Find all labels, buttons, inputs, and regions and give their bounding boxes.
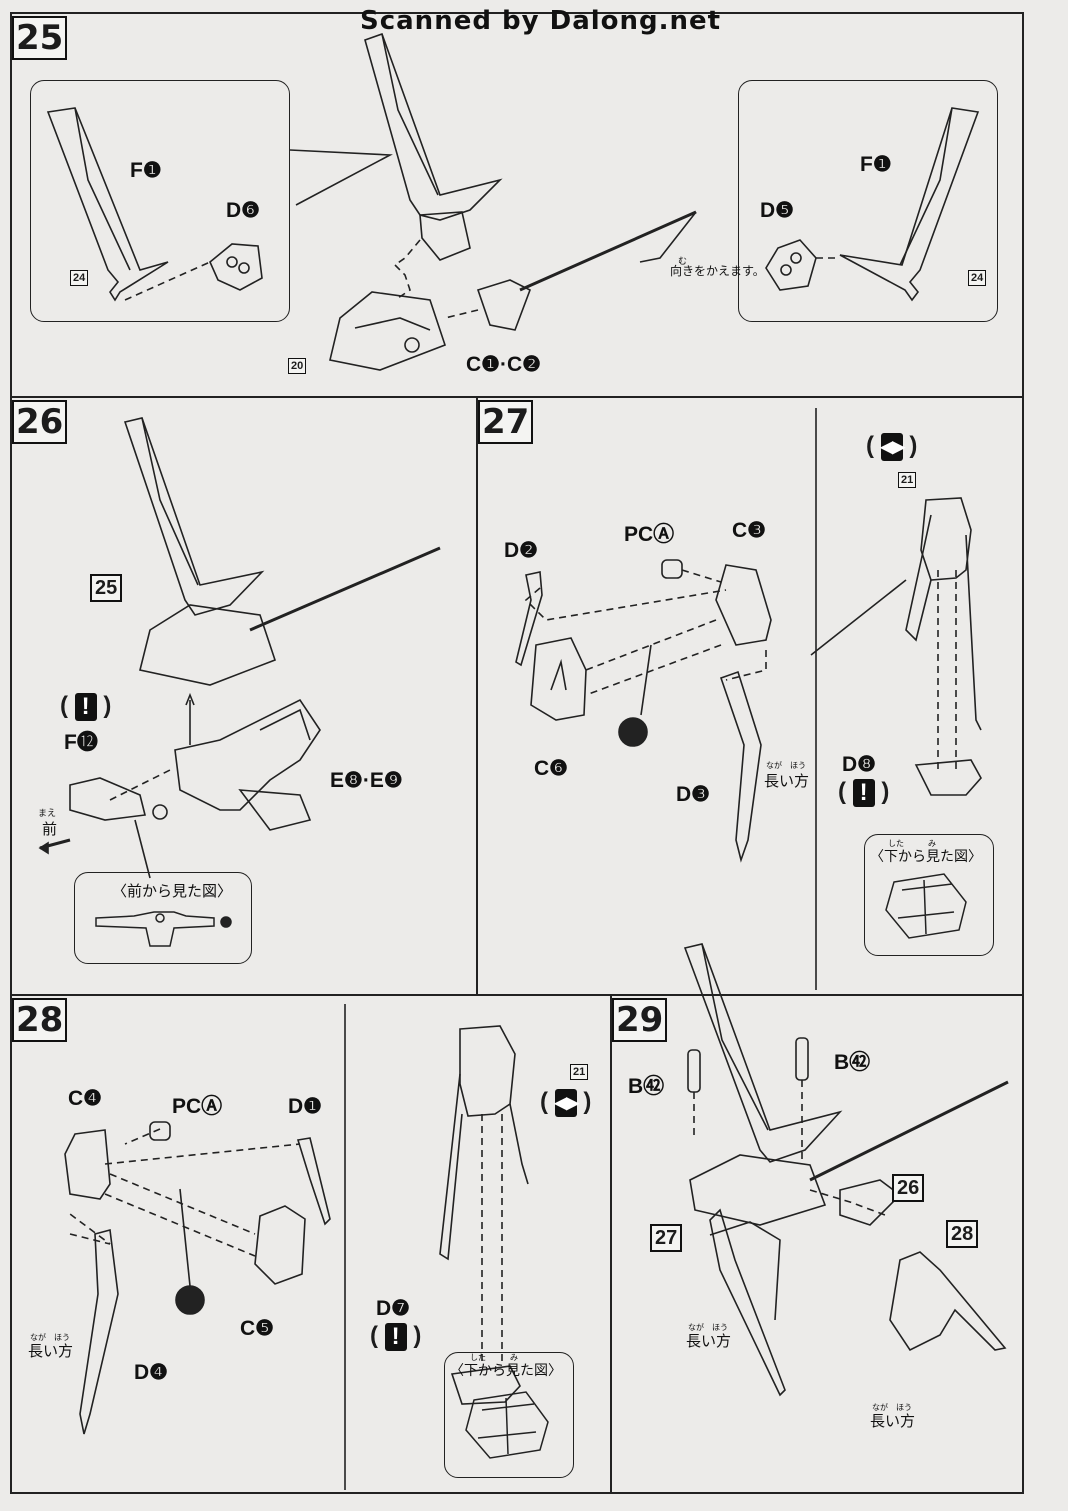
watermark-text: Scanned by Dalong.net [360,6,722,36]
s27-label-d3: D❸ [676,783,710,806]
s27-label-d2: D❷ [504,539,538,562]
s25-ref-20: 20 [288,358,307,374]
step-number-26: 26 [12,400,68,444]
s29-ref-27: 27 [650,1224,683,1252]
left-wing-drawing [46,107,263,302]
s28-long-ruby: なが ほう [30,1333,70,1342]
s25-ref-24-left: 24 [70,270,89,286]
s27-long-ruby: なが ほう [766,761,806,770]
s29-long-ruby-b: なが ほう [872,1403,912,1412]
s28-ref-21: 21 [570,1064,589,1080]
s29-label-long-side-b: 長い方 [870,1413,916,1430]
s26-front-view-caption: 〈前から見た図〉 [112,883,233,900]
step-number-27: 27 [478,400,534,444]
s27-ref-21: 21 [898,472,917,488]
s28-warning-icon: ( ! ) [370,1322,422,1351]
s25-note-change-direction: 向きをかえます。 [670,264,765,278]
s29-label-long-side-a: 長い方 [686,1333,732,1350]
s27-bottom-view-drawing [885,873,967,939]
s25-label-f1-left: F❶ [130,159,162,182]
s28-label-c5: C❺ [240,1317,274,1340]
step-25-illustration [46,32,980,371]
s27-warning-icon: ( ! ) [838,778,890,807]
s27-label-c6: C❻ [534,757,568,780]
step-27-illustration [515,408,982,990]
step-29-illustration [683,943,1009,1397]
s26-label-front: 前 [42,821,58,838]
s28-label-d1: D❶ [288,1095,322,1118]
step-number-29: 29 [612,998,668,1042]
step-25-right-detail-box [738,80,998,322]
center-assembly-drawing [289,32,697,371]
s25-label-d6: D❻ [226,199,260,222]
s26-label-f12: F⓬ [64,731,98,754]
s25-ref-24-right: 24 [968,270,987,286]
step-28-illustration [64,1004,529,1490]
s28-label-long-side: 長い方 [28,1343,74,1360]
s26-front-view-drawing [95,911,232,947]
step-number-25: 25 [12,16,68,60]
s25-label-f1-right: F❶ [860,153,892,176]
s27-label-c3: C❸ [732,519,766,542]
s25-label-d5: D❺ [760,199,794,222]
step-29-panel [610,994,1024,1494]
s29-label-b42-left: B㊷ [628,1075,665,1098]
s26-front-ruby: まえ [38,808,57,818]
s29-long-ruby-a: なが ほう [688,1323,728,1332]
s26-front-view-box [74,872,252,964]
s28-label-pca: PCⒶ [172,1095,223,1118]
s27-label-d8: D❽ [842,753,876,776]
s28-label-d7: D❼ [376,1297,410,1320]
step-25-left-detail-box [30,80,290,322]
s28-bottom-view-box [444,1352,574,1478]
s28-label-d4: D❹ [134,1361,168,1384]
step-26-illustration [38,417,441,879]
s28-bottom-view-drawing [465,1391,549,1459]
right-wing-drawing [765,107,980,302]
s25-note-ruby: む [678,256,688,266]
s28-compress-icon: ( ◂▸ ) [540,1088,592,1117]
s28-bottom-ruby: した み [470,1353,518,1362]
s25-label-c1-c2: C❶·C❷ [466,353,541,376]
s27-bottom-view-caption: 〈下から見た図〉 [870,848,982,864]
s27-compress-icon: ( ◂▸ ) [866,432,918,461]
s29-label-b42-right: B㊷ [834,1051,871,1074]
s26-ref-25: 25 [90,574,123,602]
s27-label-pca: PCⒶ [624,523,675,546]
s28-bottom-view-caption: 〈下から見た図〉 [450,1362,562,1378]
s29-ref-26: 26 [892,1174,925,1202]
s27-bottom-ruby: した み [888,839,936,848]
s26-warning-icon: ( ! ) [60,692,112,721]
s27-label-long-side: 長い方 [764,773,810,790]
s27-bottom-view-box [864,834,994,956]
step-number-28: 28 [12,998,68,1042]
s29-ref-28: 28 [946,1220,979,1248]
s28-label-c4: C❹ [68,1087,102,1110]
s26-label-e8-e9: E❽·E❾ [330,769,403,792]
